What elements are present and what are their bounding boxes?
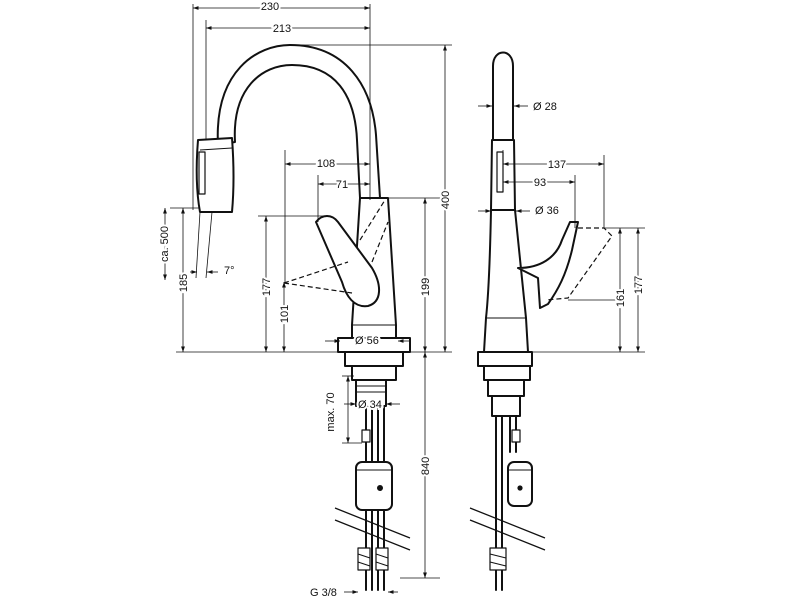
dim-diameter-56: Ø 56 (355, 335, 379, 347)
side-spout (492, 51, 514, 141)
dim-400: 400 (440, 191, 452, 209)
dim-93: 93 (534, 177, 546, 189)
front-view (195, 44, 411, 591)
side-dimensions: Ø 28 137 93 Ø 36 161 177 (478, 101, 647, 353)
side-view (469, 51, 613, 591)
dim-199: 199 (420, 278, 432, 296)
dim-161: 161 (615, 289, 627, 307)
front-hose-weight (355, 461, 393, 511)
front-countertop-hatch (334, 507, 411, 551)
dim-diameter-36: Ø 36 (535, 205, 559, 217)
side-body (483, 209, 529, 353)
dim-177-side: 177 (633, 276, 645, 294)
front-spout (216, 44, 381, 199)
side-hose-weight (507, 461, 533, 507)
dim-230: 230 (261, 1, 279, 13)
side-countertop-hatch (469, 507, 546, 551)
dim-diameter-28: Ø 28 (533, 101, 557, 113)
dim-71: 71 (336, 179, 348, 191)
dim-max-70: max. 70 (325, 392, 337, 431)
dim-thread-g38: G 3/8 (310, 587, 337, 599)
dim-177-front: 177 (261, 278, 273, 296)
dim-diameter-34: Ø 34 (358, 399, 382, 411)
side-spray-button (496, 151, 504, 193)
front-dimensions: 230 213 108 71 400 199 177 101 185 ca. 5… (157, 0, 454, 599)
dim-185: 185 (178, 274, 190, 292)
dim-137: 137 (548, 159, 566, 171)
dim-108: 108 (317, 158, 335, 170)
dim-7-degree: 7° (224, 265, 235, 277)
dim-101: 101 (279, 305, 291, 323)
side-handle (517, 221, 579, 309)
dim-500: ca. 500 (159, 226, 171, 262)
dim-840: 840 (420, 457, 432, 475)
front-handle-swing (283, 199, 389, 294)
front-spray-head (195, 137, 235, 213)
front-spray-button (198, 151, 206, 195)
side-handle-swing (545, 227, 613, 301)
dim-213: 213 (273, 23, 291, 35)
